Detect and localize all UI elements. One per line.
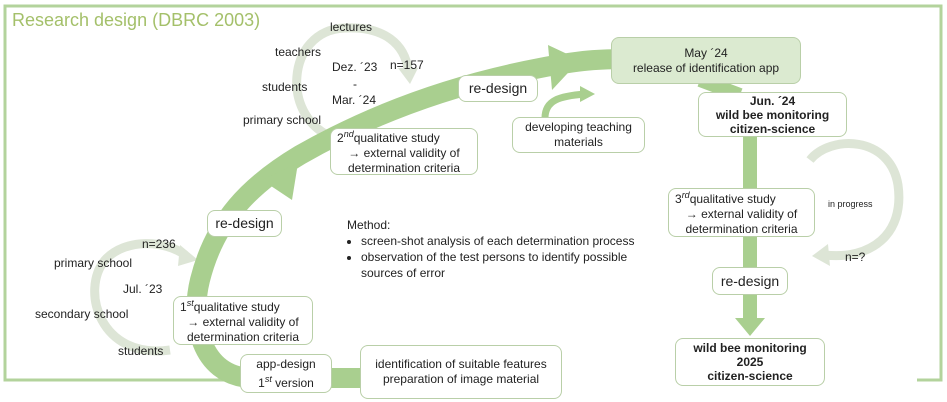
date-from: Dez. ´23 xyxy=(332,60,378,74)
study-goal: → external validity of xyxy=(187,315,299,329)
redesign-box-3: re-design xyxy=(712,267,788,295)
frame xyxy=(3,4,943,382)
teaching-arrow-head xyxy=(580,86,595,102)
study-1-box: 1stqualitative study → external validity… xyxy=(173,296,313,345)
arrow-head-2 xyxy=(548,45,580,90)
study-goal: → external validity of xyxy=(348,146,460,160)
release-box: May ´24 release of identification app xyxy=(611,37,801,84)
study-goal: → external validity of xyxy=(685,207,798,221)
june-line-2: wild bee monitoring xyxy=(715,107,830,122)
arrow-head-1 xyxy=(262,163,298,200)
june-date: Jun. ´24 xyxy=(749,93,796,108)
study-goal-2: determination criteria xyxy=(685,222,798,236)
cycle-arrow-1-head xyxy=(178,245,198,266)
final-monitoring-box: wild bee monitoring 2025 citizen-science xyxy=(675,338,825,386)
ordinal-suffix: st xyxy=(186,298,194,308)
ordinal-suffix: st xyxy=(264,373,272,384)
method-item: screen-shot analysis of each determinati… xyxy=(361,233,661,249)
final-year: 2025 xyxy=(736,355,764,369)
method-section: Method: screen-shot analysis of each det… xyxy=(347,217,661,281)
label-primary-school: primary school xyxy=(54,256,133,270)
june-monitoring-box: Jun. ´24 wild bee monitoring citizen-sci… xyxy=(698,92,847,137)
identification-line-2: preparation of image material xyxy=(382,372,540,386)
identification-line-1: identification of suitable features xyxy=(375,357,547,371)
identification-box: identification of suitable features prep… xyxy=(360,345,562,399)
redesign-box-1: re-design xyxy=(207,210,282,237)
label-students: students xyxy=(262,80,308,94)
study-number: 2 xyxy=(337,131,344,145)
sample-size-2: n=157 xyxy=(390,58,424,72)
date-dash: - xyxy=(353,77,357,91)
final-line-1: wild bee monitoring xyxy=(693,341,807,355)
teaching-line-1: developing teaching xyxy=(525,120,632,134)
sample-size-1: n=236 xyxy=(142,237,176,251)
june-line-3: citizen-science xyxy=(729,121,816,136)
sample-size-3: n=? xyxy=(845,250,866,264)
method-item: observation of the test persons to ident… xyxy=(361,249,661,281)
cycle-arrow-3 xyxy=(806,139,904,261)
label-secondary-school: secondary school xyxy=(35,307,129,321)
study-title: qualitative study xyxy=(353,131,440,145)
study-3-box: 3rdqualitative study → external validity… xyxy=(668,188,815,237)
cycle-arrow-1 xyxy=(90,239,188,356)
date-to: Mar. ´24 xyxy=(332,93,377,107)
release-date: May ´24 xyxy=(684,45,728,60)
label-primary-school: primary school xyxy=(243,113,322,127)
teaching-line-2: materials xyxy=(554,135,603,149)
redesign-box-2: re-design xyxy=(458,75,538,102)
release-label: release of identification app xyxy=(632,60,780,75)
cycle-arrow-3-head xyxy=(812,244,830,266)
study-goal-2: determination criteria xyxy=(186,330,300,344)
label-lectures: lectures xyxy=(330,20,373,34)
ordinal-suffix: nd xyxy=(343,129,354,139)
version-label: version xyxy=(275,375,314,390)
teaching-materials-box: developing teaching materials xyxy=(512,117,645,153)
version-number: 1 xyxy=(258,375,265,390)
app-design-label: app-design xyxy=(256,356,316,371)
study-title: qualitative study xyxy=(689,192,776,206)
teaching-arrow xyxy=(541,90,586,119)
date-jul-23: Jul. ´23 xyxy=(123,282,163,296)
study-number: 1 xyxy=(180,300,187,314)
label-students: students xyxy=(118,344,164,358)
study-number: 3 xyxy=(675,192,682,206)
label-teachers: teachers xyxy=(275,45,322,59)
study-title: qualitative study xyxy=(193,300,280,314)
ordinal-suffix: rd xyxy=(681,190,690,200)
study-goal-2: determination criteria xyxy=(347,161,461,175)
app-design-box: app-design 1st version xyxy=(240,354,332,393)
cycle-arrow-2-head xyxy=(398,68,418,84)
status-in-progress: in progress xyxy=(828,199,873,209)
page-title: Research design (DBRC 2003) xyxy=(12,10,261,30)
method-heading: Method: xyxy=(347,218,391,232)
cycle-arrow-2 xyxy=(292,23,413,143)
down-arrow-head xyxy=(735,318,765,336)
study-2-box: 2ndqualitative study → external validity… xyxy=(330,128,478,175)
final-line-3: citizen-science xyxy=(707,369,793,383)
